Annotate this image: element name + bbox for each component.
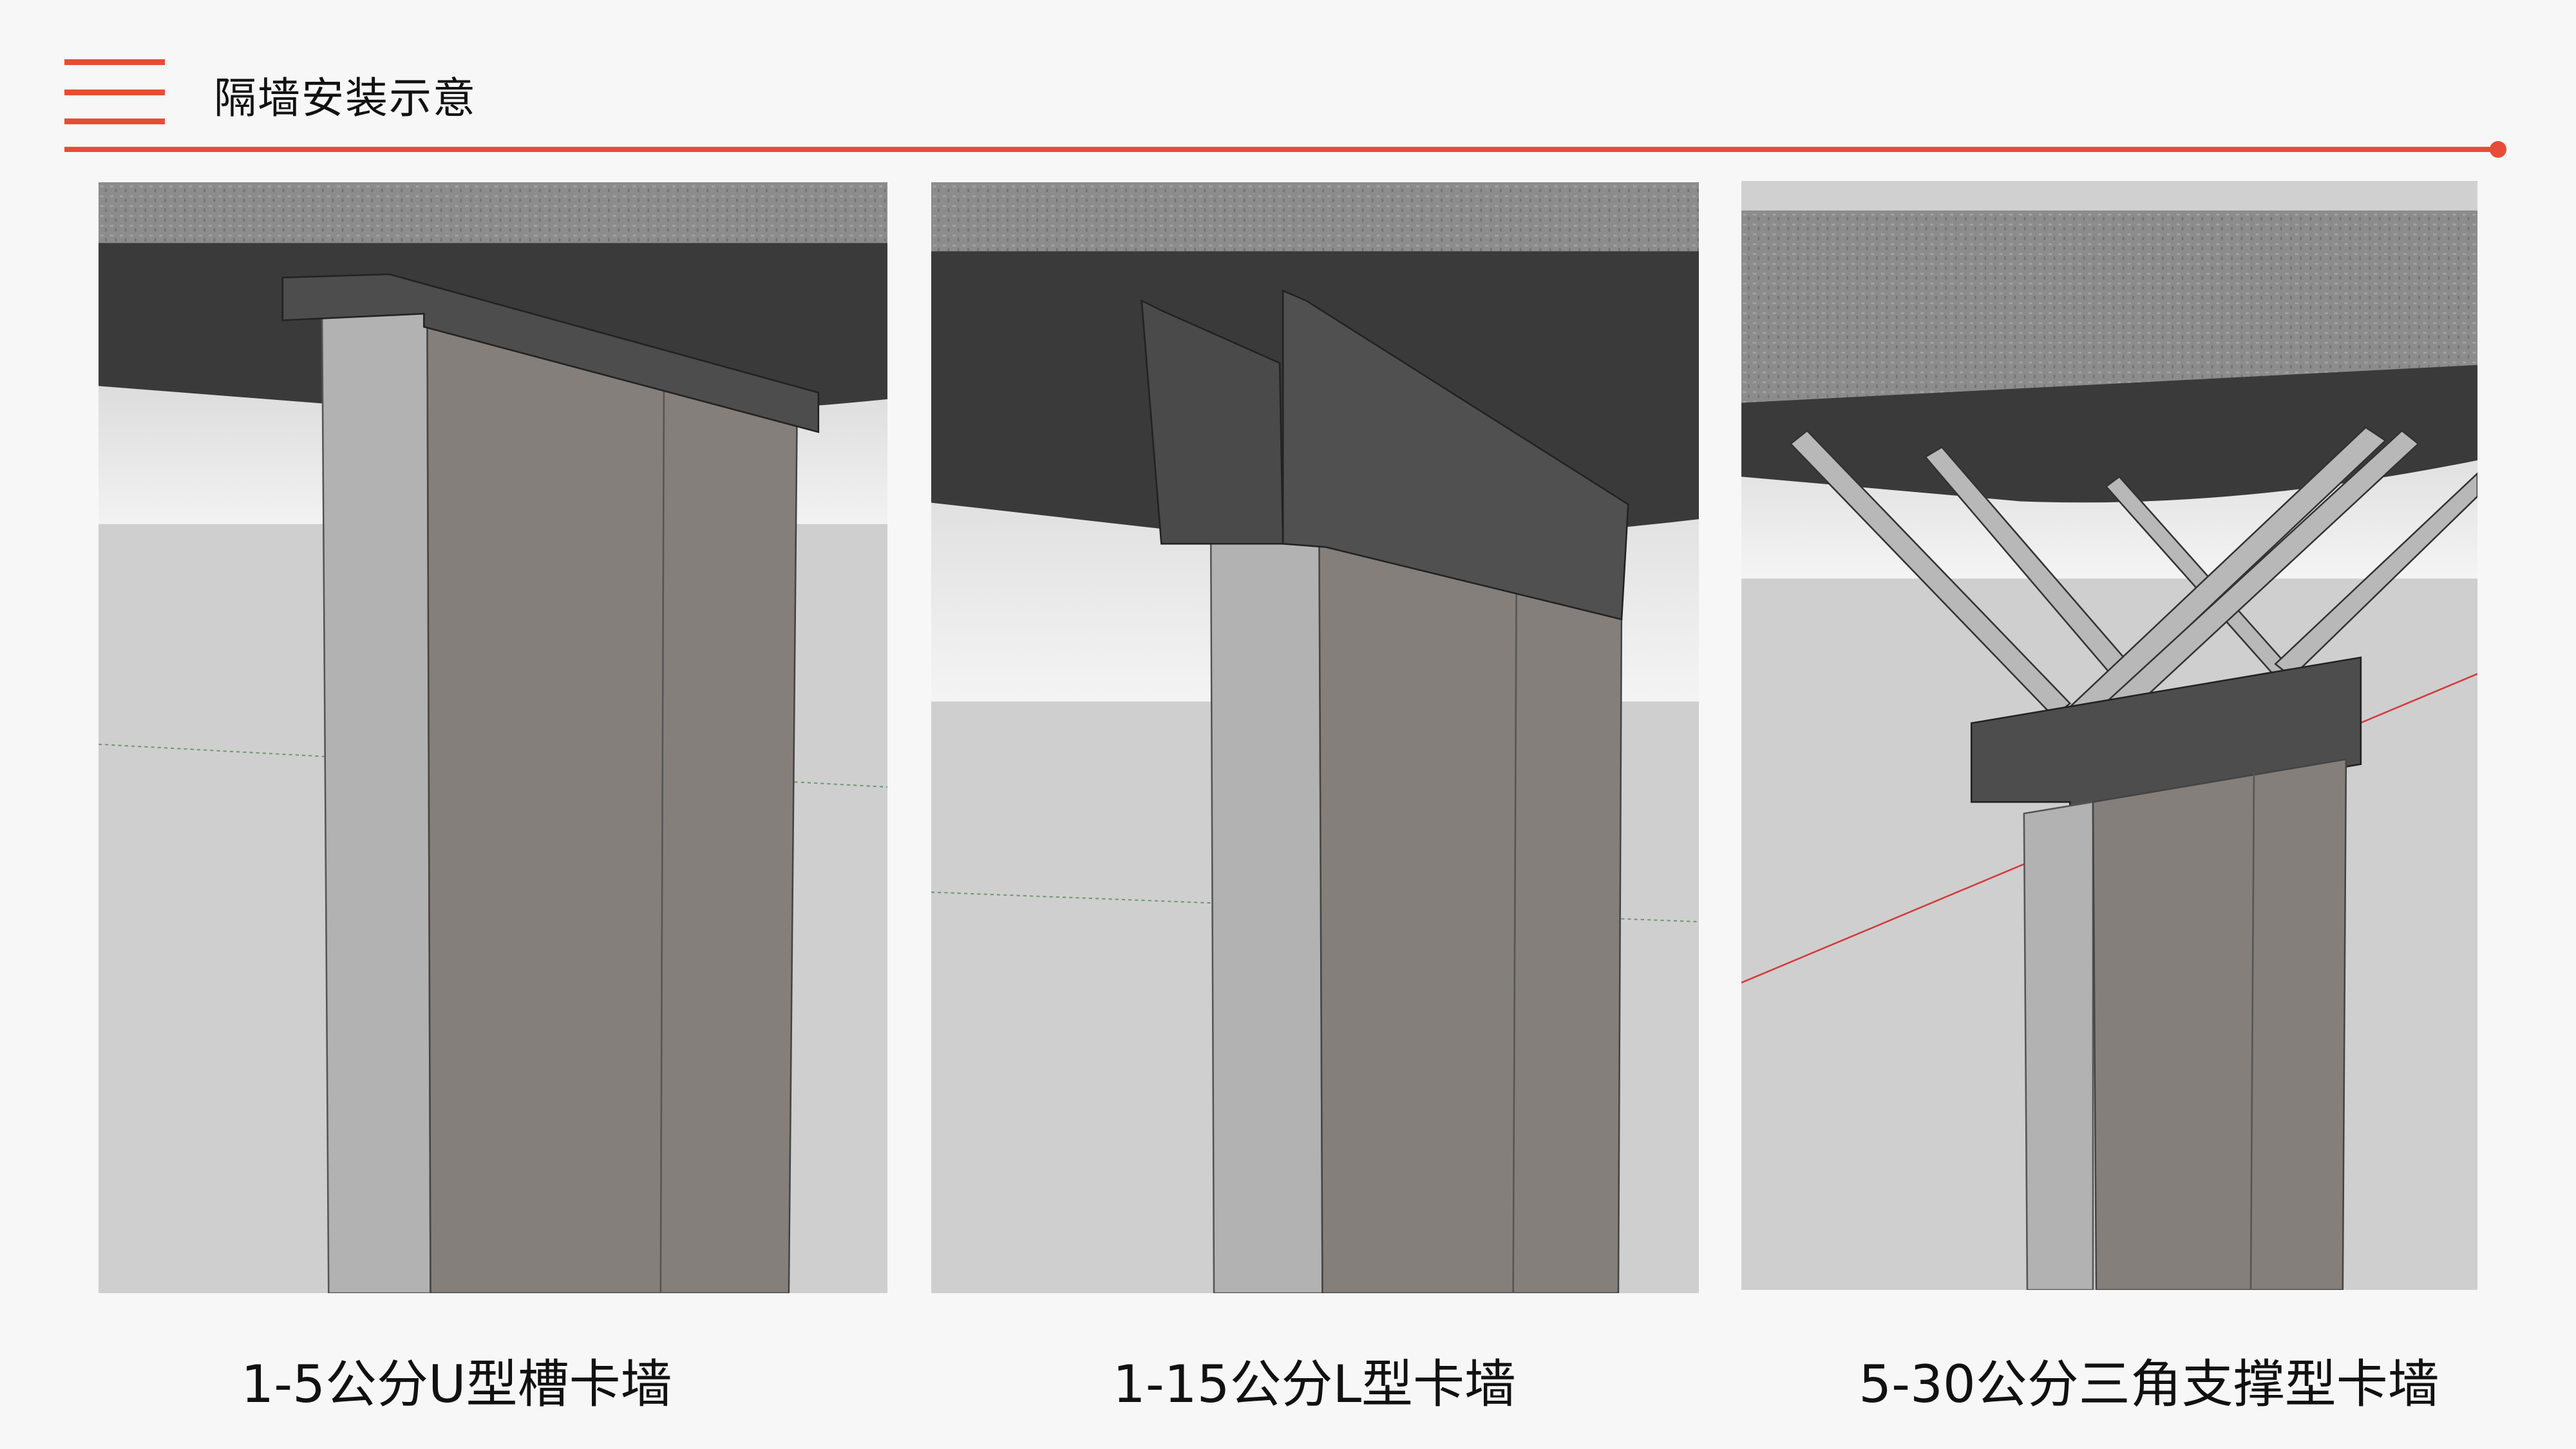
menu-line bbox=[64, 90, 165, 95]
figure-caption: 1-5公分U型槽卡墙 bbox=[241, 1354, 672, 1414]
menu-line bbox=[64, 59, 165, 65]
figure-caption: 5-30公分三角支撑型卡墙 bbox=[1859, 1354, 2439, 1414]
figure-caption: 1-15公分L型卡墙 bbox=[1112, 1354, 1517, 1414]
menu-line bbox=[64, 118, 165, 124]
hamburger-icon[interactable] bbox=[64, 59, 165, 126]
title-divider bbox=[64, 147, 2499, 152]
triangle-brace-illustration bbox=[1741, 181, 2477, 1290]
u-channel-illustration bbox=[99, 182, 887, 1293]
page-title: 隔墙安装示意 bbox=[214, 73, 477, 123]
l-bracket-illustration bbox=[931, 182, 1699, 1293]
divider-end-dot bbox=[2490, 141, 2506, 158]
